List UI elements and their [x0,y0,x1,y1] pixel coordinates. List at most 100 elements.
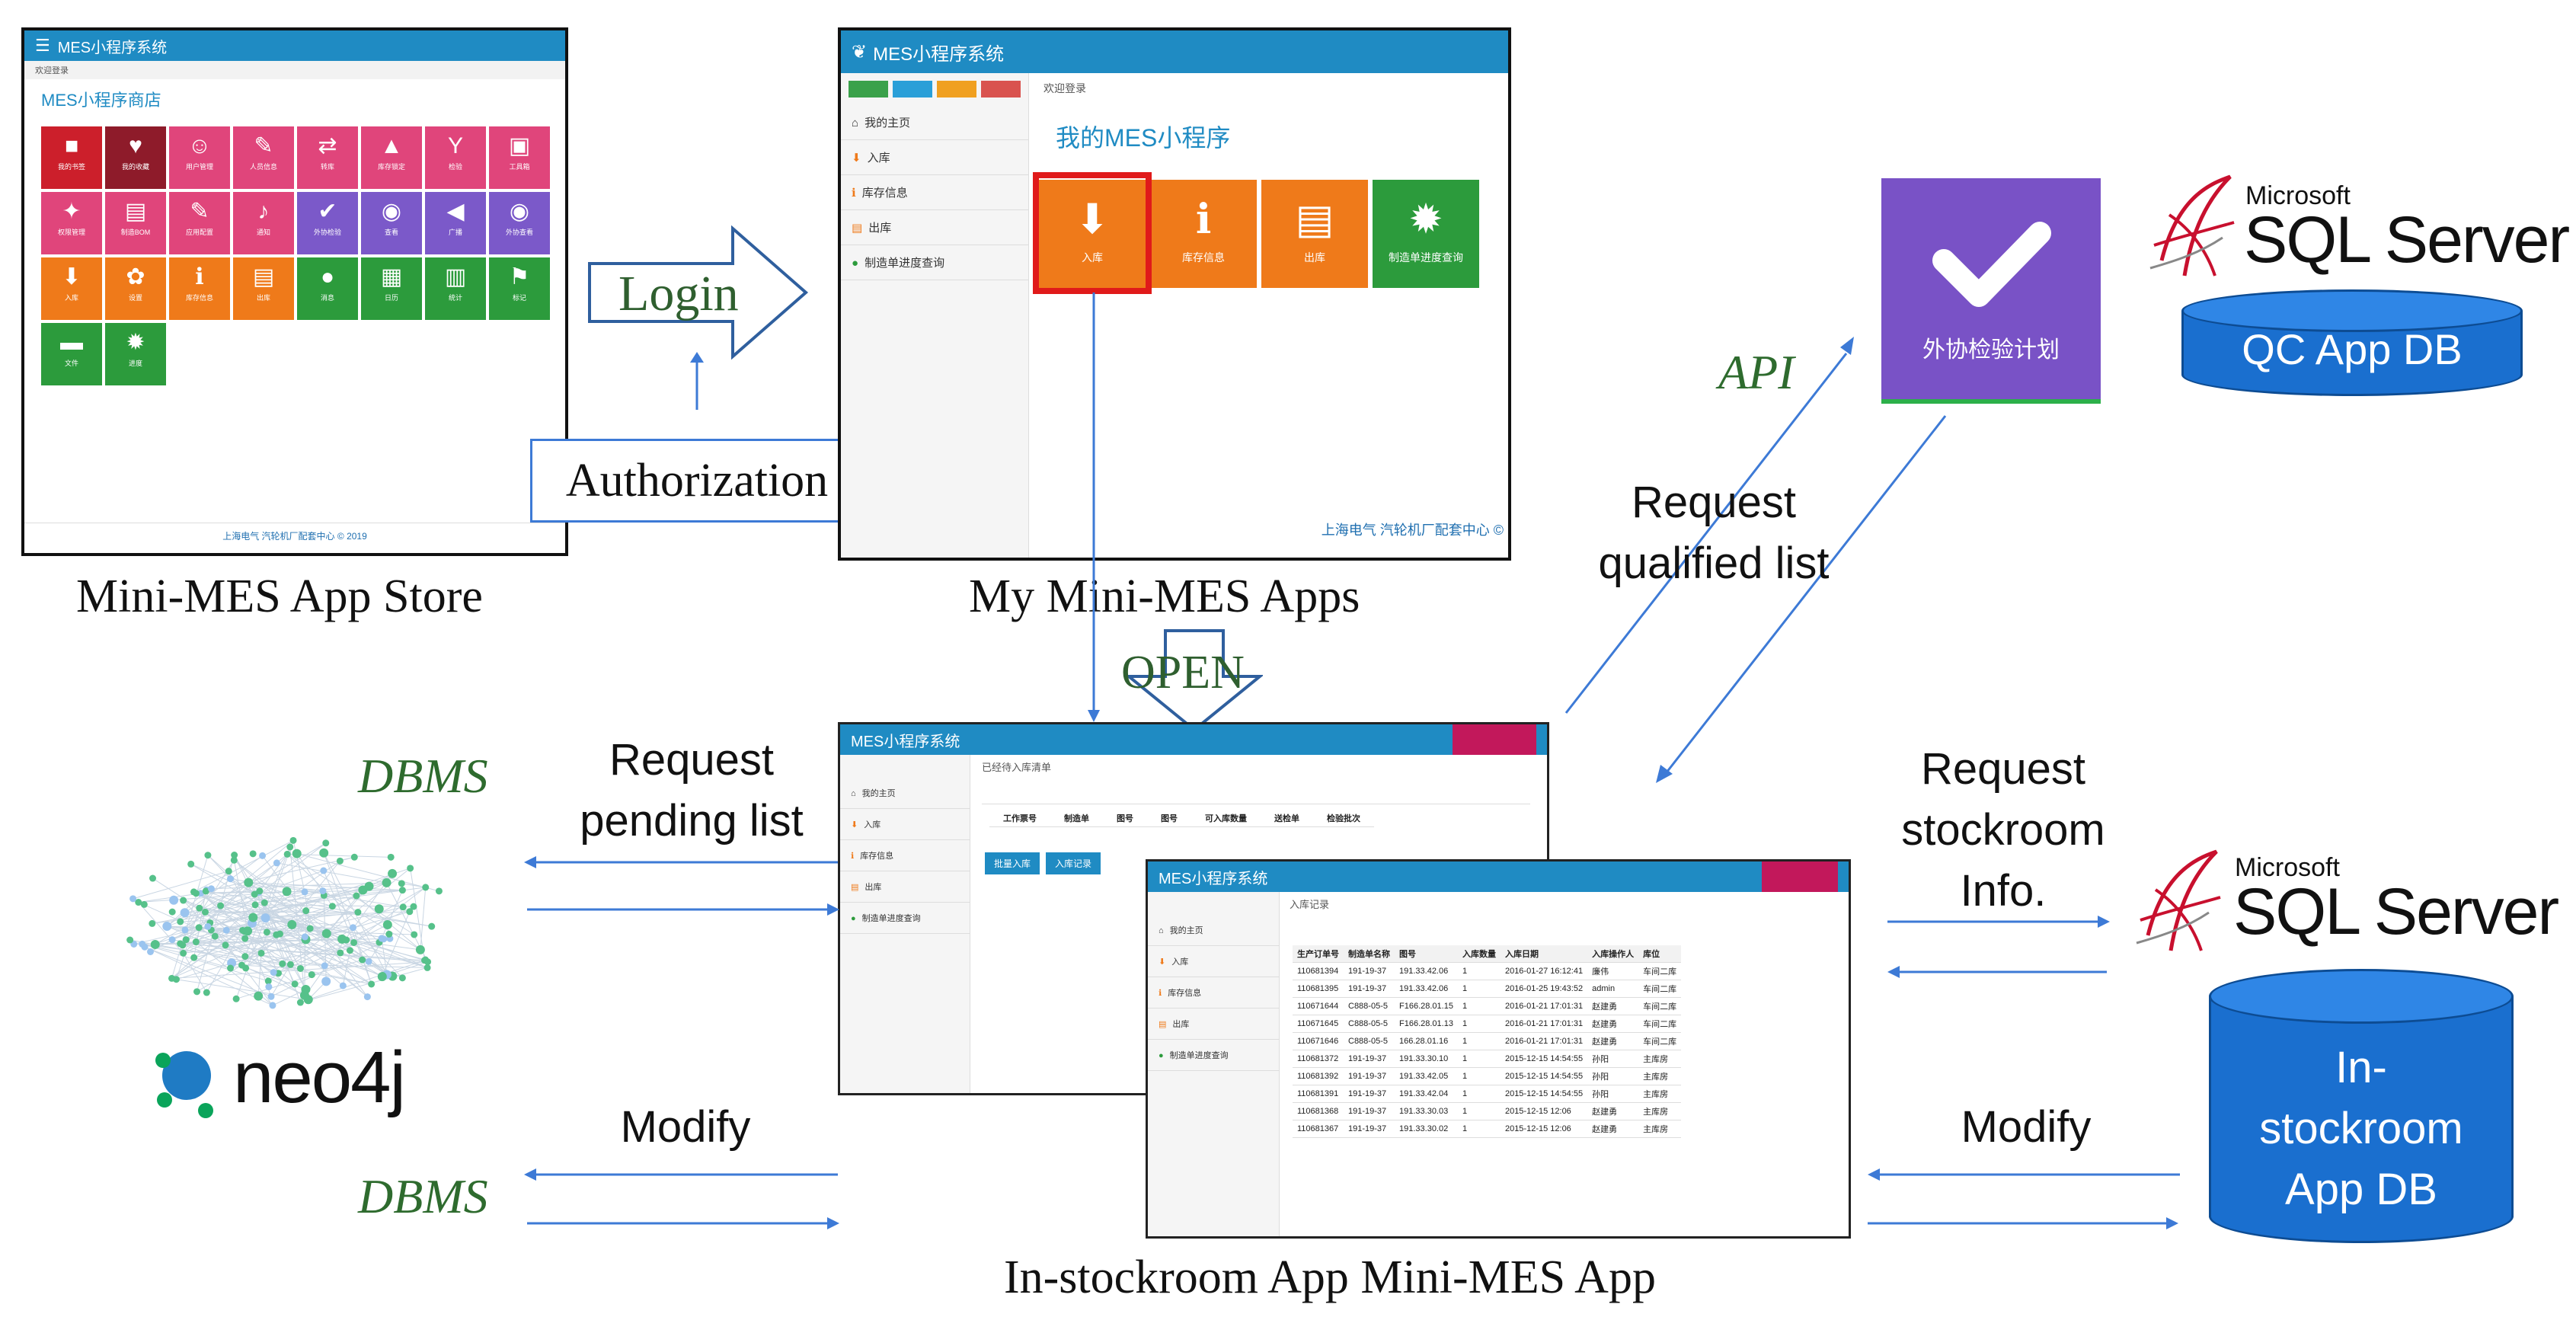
graph-node [282,887,292,897]
in-records-button[interactable]: 入库记录 [1046,852,1101,874]
store-tile[interactable]: ⬇入库 [41,257,102,320]
store-tile[interactable]: ▣工具箱 [489,126,550,189]
table-cell: 2015-12-15 14:54:55 [1500,1067,1588,1085]
column-header[interactable]: 工作票号 [989,810,1050,827]
tile-label: 消息 [320,294,334,302]
monitor-icon[interactable] [849,81,888,97]
store-tile[interactable]: ✹进度 [105,323,166,385]
store-tile[interactable]: ◉查看 [361,192,422,254]
column-header[interactable]: 送检单 [1261,810,1313,827]
graph-edge [175,908,200,980]
tile-label: 库存信息 [185,294,213,302]
user-icon[interactable] [893,81,932,97]
sidebar-item[interactable]: ●制造单进度查询 [1148,1040,1279,1071]
store-tile[interactable]: ◉外协查看 [489,192,550,254]
store-tile[interactable]: ✎人员信息 [233,126,294,189]
menu-icon[interactable]: ☰ [35,36,50,55]
graph-node [302,907,310,915]
column-header[interactable]: 检验批次 [1313,810,1374,827]
power-icon[interactable] [981,81,1021,97]
column-header[interactable]: 入库操作人 [1587,945,1639,963]
sidebar-item[interactable]: ▤出库 [1148,1009,1279,1040]
sidebar-item[interactable]: ⬇入库 [841,140,1028,175]
column-header[interactable]: 图号 [1103,810,1147,827]
store-tile[interactable]: ■我的书签 [41,126,102,189]
column-header[interactable]: 制造单 [1050,810,1103,827]
store-tile[interactable]: ♥我的收藏 [105,126,166,189]
graph-edge [286,853,415,935]
store-tile[interactable]: ⇄转库 [297,126,358,189]
store-tile[interactable]: ✦权限管理 [41,192,102,254]
column-header[interactable]: 可入库数量 [1191,810,1261,827]
column-header[interactable]: 图号 [1147,810,1191,827]
store-tile[interactable]: ▲库存锁定 [361,126,422,189]
my-app-tile[interactable]: ▤出库 [1261,180,1368,288]
store-tile[interactable]: ✿设置 [105,257,166,320]
tile-icon: ⬇ [62,264,81,289]
table-cell: C888-05-5 [1344,1015,1395,1033]
graph-node [374,904,384,914]
pending-buttons: 批量入库 入库记录 [985,852,1101,874]
request-qualified-label: Request qualified list [1598,478,1830,588]
table-cell: 车间二库 [1638,962,1682,980]
user-avatar[interactable] [1762,861,1838,892]
column-header[interactable]: 入库数量 [1457,945,1501,963]
store-tile[interactable]: ▬文件 [41,323,102,385]
sidebar-item[interactable]: ▤出库 [840,871,970,903]
sidebar-item[interactable]: ⌂我的主页 [1148,915,1279,946]
store-tile[interactable]: ✔外协检验 [297,192,358,254]
batch-in-button[interactable]: 批量入库 [985,852,1040,874]
column-header[interactable]: 入库日期 [1500,945,1588,963]
store-tile[interactable]: ▤出库 [233,257,294,320]
table-cell: 191.33.30.10 [1395,1050,1458,1068]
bell-icon[interactable] [937,81,976,97]
store-tile[interactable]: ☺用户管理 [169,126,230,189]
store-tile[interactable]: ●消息 [297,257,358,320]
user-avatar[interactable] [1453,724,1536,755]
sidebar-item[interactable]: ⬇入库 [840,809,970,840]
store-tile[interactable]: ▤制造BOM [105,192,166,254]
column-header[interactable]: 制造单名称 [1344,945,1395,963]
sidebar-item[interactable]: ⌂我的主页 [840,778,970,809]
bottom-caption: In-stockroom App Mini-MES App [1004,1251,1656,1303]
graph-edge [342,950,350,986]
table-cell: 主库房 [1638,1085,1682,1103]
store-tile[interactable]: ◀广播 [425,192,486,254]
my-app-tile[interactable]: ✹制造单进度查询 [1373,180,1479,288]
tile-icon: ℹ [1195,197,1212,242]
column-header[interactable]: 图号 [1395,945,1458,963]
my-app-tile[interactable]: ⬇入库 [1039,180,1146,288]
store-tile[interactable]: ✎应用配置 [169,192,230,254]
sidebar-item[interactable]: ●制造单进度查询 [840,903,970,934]
store-tile[interactable]: ▦日历 [361,257,422,320]
sidebar-item[interactable]: ⬇入库 [1148,946,1279,977]
graph-edge [353,927,403,979]
graph-node [150,939,160,949]
graph-node [146,948,154,955]
store-tile[interactable]: ▥统计 [425,257,486,320]
qc-app-tile[interactable]: 外协检验计划 [1881,178,2101,404]
column-header[interactable]: 生产订单号 [1293,945,1344,963]
sidebar-item[interactable]: ▤出库 [841,210,1028,245]
store-tile[interactable]: ♪通知 [233,192,294,254]
sidebar-item[interactable]: ⌂我的主页 [841,105,1028,140]
store-tile[interactable]: ⚑标记 [489,257,550,320]
column-header[interactable]: 库位 [1638,945,1682,963]
sidebar-item[interactable]: ●制造单进度查询 [841,245,1028,280]
